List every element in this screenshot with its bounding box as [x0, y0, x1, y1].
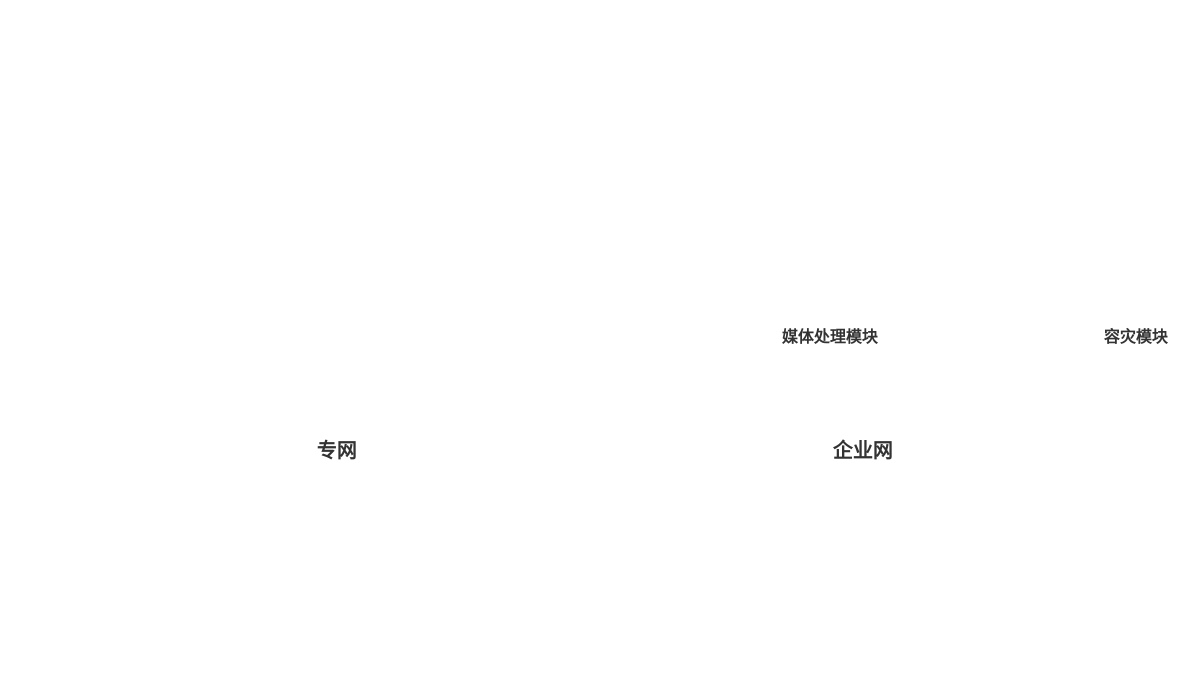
- disaster-recovery-module-label: 容灾模块: [1104, 327, 1169, 346]
- media-processing-module-label: 媒体处理模块: [782, 327, 879, 346]
- private-network-label: 专网: [317, 438, 357, 462]
- enterprise-network-label: 企业网: [833, 438, 893, 462]
